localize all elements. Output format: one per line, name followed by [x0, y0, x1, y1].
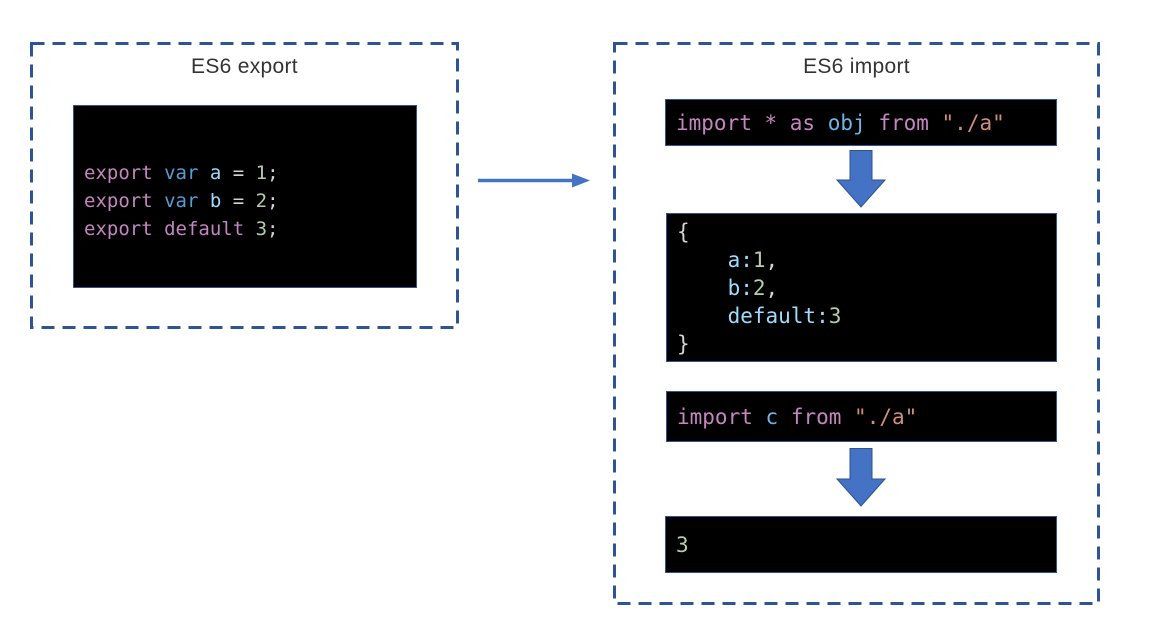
code-line: default:3	[727, 303, 842, 328]
code-line: a:1,	[727, 247, 779, 272]
es6-export-panel: ES6 export export var a = 1; export var b…	[30, 42, 459, 329]
default-import-code-block: import c from "./a"	[666, 391, 1057, 442]
code-line: export var b = 2;	[84, 189, 279, 212]
code-line: {	[677, 219, 690, 244]
code-line: export default 3;	[84, 217, 279, 240]
code-line: export var a = 1;	[84, 161, 279, 184]
namespace-result-code-block: { a:1, b:2, default:3}	[666, 213, 1057, 362]
export-panel-title: ES6 export	[191, 55, 298, 78]
import-panel-title: ES6 import	[803, 55, 910, 78]
code-line: 3	[676, 532, 689, 557]
namespace-import-code-block: import * as obj from "./a"	[665, 99, 1057, 146]
default-result-code-block: 3	[665, 516, 1057, 573]
export-to-import-arrow-icon	[478, 173, 590, 188]
es6-import-panel: ES6 import import * as obj from "./a" { …	[613, 42, 1100, 605]
dashed-border	[30, 42, 459, 329]
down-arrow-icon	[836, 150, 886, 208]
code-line: b:2,	[727, 275, 779, 300]
code-line: }	[677, 331, 690, 356]
dashed-border	[613, 42, 1100, 605]
code-line: import * as obj from "./a"	[676, 110, 1005, 135]
code-line: import c from "./a"	[677, 404, 918, 429]
down-arrow-icon	[836, 448, 886, 507]
export-code-block: export var a = 1; export var b = 2; export…	[73, 105, 417, 288]
